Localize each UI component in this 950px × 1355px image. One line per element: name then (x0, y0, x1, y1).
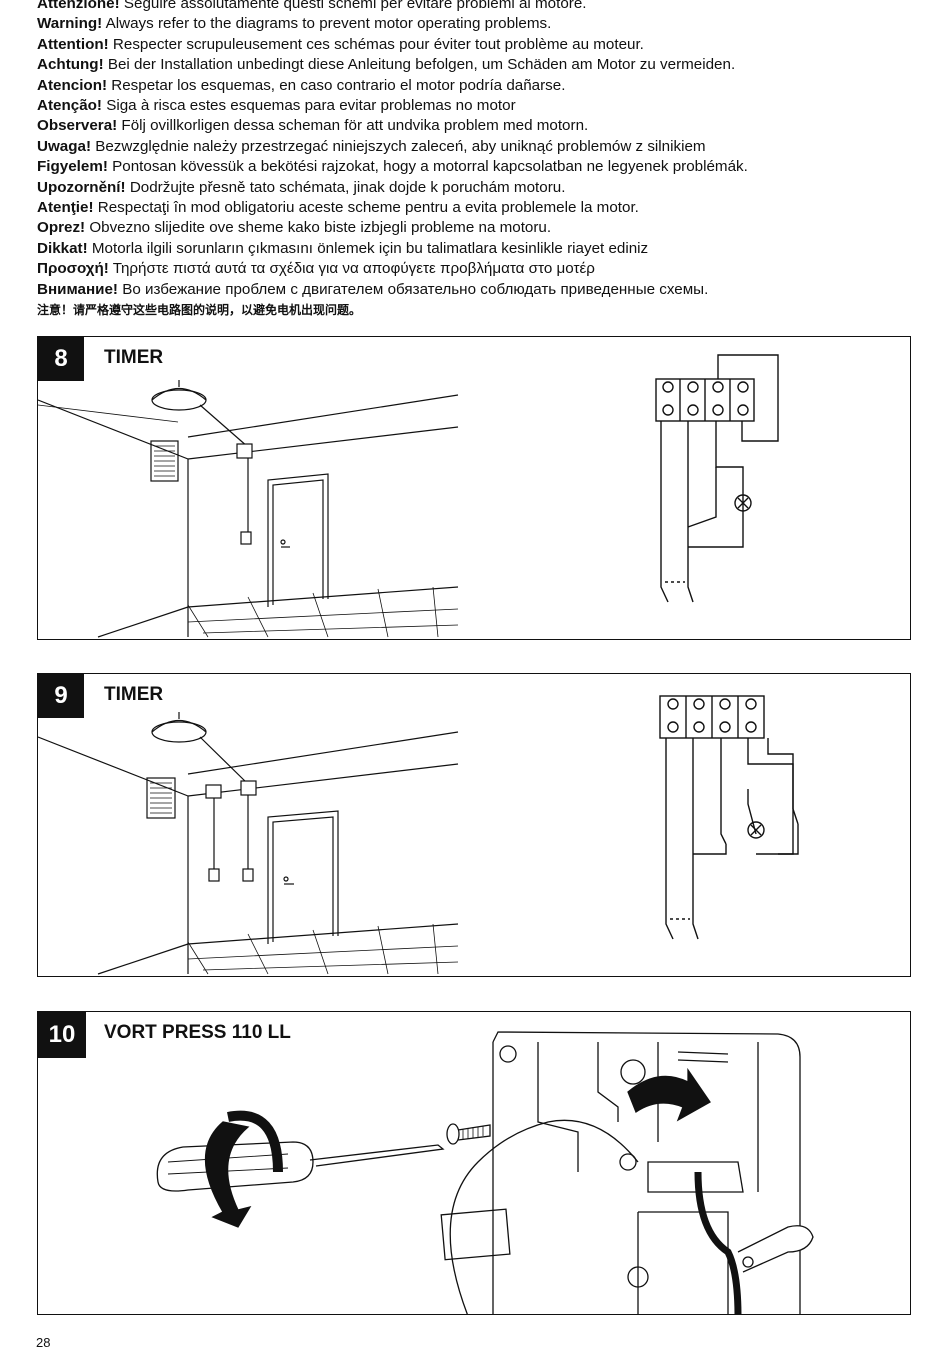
warning-line: Внимание! Во избежание проблем с двигате… (37, 280, 937, 300)
warning-text: Dodržujte přesně tato schémata, jinak do… (125, 178, 566, 196)
warning-text: Bezwzględnie należy przestrzegać niniejs… (91, 137, 706, 155)
screw-removal-illustration (156, 1031, 814, 1314)
warning-line: Dikkat! Motorla ilgili sorunların çıkmas… (37, 239, 937, 259)
junction-box (205, 784, 222, 799)
warning-text: Pontosan kövessük a bekötési rajzokat, h… (107, 158, 748, 176)
warning-text: Respecter scrupuleusement ces schémas po… (108, 35, 644, 53)
junction-box (236, 443, 253, 459)
panel-title: TIMER (104, 684, 164, 705)
warning-line: Upozornění! Dodržujte přesně tato schéma… (37, 178, 937, 198)
wiring-diagram (659, 695, 799, 940)
warning-label: Achtung! (37, 56, 104, 74)
warning-line: Atenţie! Respectaţi în mod obligatoriu a… (37, 198, 937, 218)
warning-line: Atencion! Respetar los esquemas, en caso… (37, 76, 937, 96)
warning-line-chinese: 注意！请严格遵守这些电路图的说明，以避免电机出现问题。 (37, 303, 362, 318)
panel-number-badge: 9 (38, 674, 84, 718)
warning-text: Följ ovillkorligen dessa scheman för att… (117, 117, 589, 135)
fan-unit (150, 440, 179, 482)
warning-label: Oprez! (37, 219, 86, 237)
warning-text: Во избежание проблем с двигателем обязат… (117, 280, 709, 298)
warning-text: Τηρήστε πιστά αυτά τα σχέδια για να αποφ… (108, 260, 595, 278)
warning-text: Respectaţi în mod obligatoriu aceste sch… (93, 199, 639, 217)
warning-line: Achtung! Bei der Installation unbedingt … (37, 55, 937, 75)
timer-wiring-illustration (38, 354, 779, 638)
warning-line: Attention! Respecter scrupuleusement ces… (37, 35, 937, 55)
timer-switch-box (240, 531, 252, 545)
screw-icon (446, 1123, 491, 1145)
timer-switch-box (208, 868, 220, 882)
warning-text: Obvezno slijedite ove sheme kako biste i… (85, 219, 552, 237)
warning-label: Внимание! (37, 280, 118, 298)
light-switch-box (242, 868, 254, 882)
warning-label: Dikkat! (37, 239, 88, 257)
wiring-diagram (655, 354, 779, 603)
page-number: 28 (36, 1335, 51, 1350)
junction-box (240, 780, 257, 796)
panel-9-timer: 9 TIMER (37, 673, 911, 977)
warning-label: Observera! (37, 117, 118, 135)
panel-10-vort-press: 10 VORT PRESS 110 LL (37, 1011, 911, 1315)
panel-number-badge: 10 (38, 1012, 86, 1058)
timer-wiring-illustration (38, 695, 799, 975)
warning-label: Upozornění! (37, 178, 126, 196)
warnings-block: Attenzione! Seguire assolutamente questi… (37, 0, 937, 320)
panel-title: VORT PRESS 110 LL (104, 1022, 291, 1043)
warning-text: Bei der Installation unbedingt diese Anl… (103, 56, 736, 74)
warning-line: Atenção! Siga à risca estes esquemas par… (37, 96, 937, 116)
warning-text: Always refer to the diagrams to prevent … (102, 15, 552, 33)
panel-title: TIMER (104, 347, 164, 368)
warning-text: Seguire assolutamente questi schemi per … (119, 0, 587, 12)
warning-label: Uwaga! (37, 137, 92, 155)
warning-line: Observera! Följ ovillkorligen dessa sche… (37, 116, 937, 136)
warning-line: Προσοχή! Τηρήστε πιστά αυτά τα σχέδια γι… (37, 259, 937, 279)
warning-label: Atencion! (37, 76, 108, 94)
warning-text: Motorla ilgili sorunların çıkmasını önle… (87, 239, 649, 257)
warning-text: Respetar los esquemas, en caso contrario… (107, 76, 566, 94)
warning-label: Figyelem! (37, 158, 108, 176)
fan-unit (146, 777, 176, 819)
warning-label: Atenţie! (37, 199, 94, 217)
warning-label: Atenção! (37, 97, 102, 115)
screwdriver-icon (156, 1110, 445, 1228)
panel-number-badge: 8 (38, 337, 84, 381)
warning-label: Attention! (37, 35, 109, 53)
warning-line: Figyelem! Pontosan kövessük a bekötési r… (37, 157, 937, 177)
fan-motor-unit (440, 1031, 814, 1314)
warning-label: Warning! (37, 15, 103, 33)
rotation-arrow-icon (627, 1067, 711, 1122)
warning-label: Attenzione! (37, 0, 120, 12)
warning-label: Προσοχή! (37, 260, 109, 278)
warning-line: Uwaga! Bezwzględnie należy przestrzegać … (37, 137, 937, 157)
warning-line: Warning! Always refer to the diagrams to… (37, 14, 937, 34)
warning-text: Siga à risca estes esquemas para evitar … (101, 97, 516, 115)
warning-line: Attenzione! Seguire assolutamente questi… (37, 0, 937, 14)
panel-8-timer: 8 TIMER (37, 336, 911, 640)
warning-line: Oprez! Obvezno slijedite ove sheme kako … (37, 218, 937, 238)
